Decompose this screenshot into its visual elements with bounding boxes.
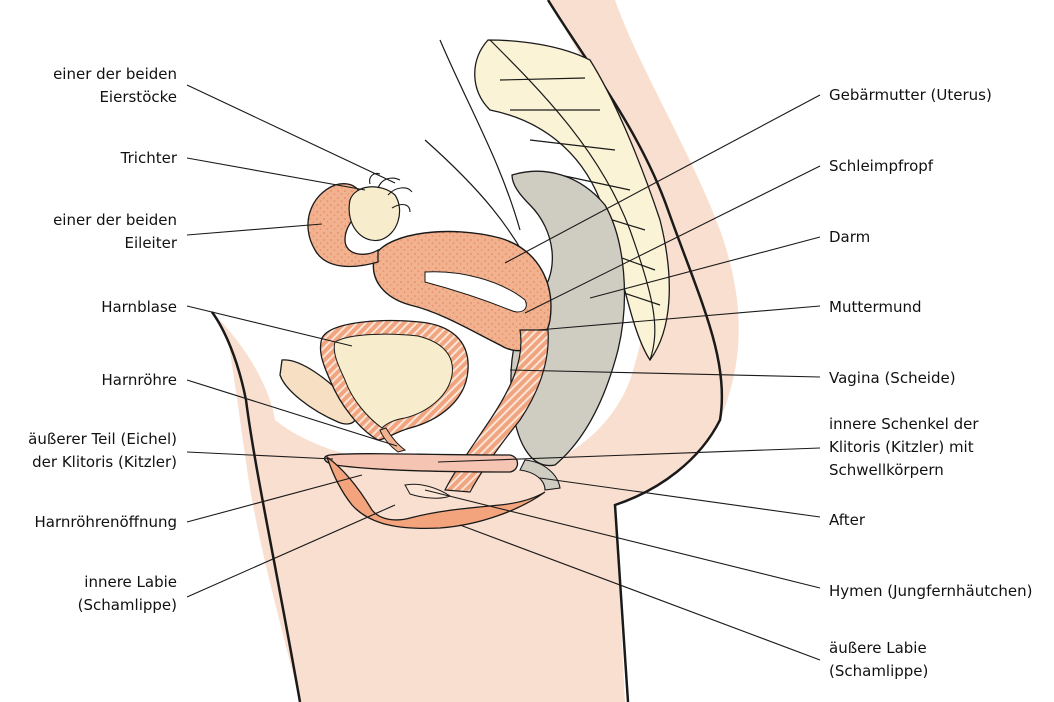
- label-anus: After: [829, 509, 865, 532]
- label-bowel: Darm: [829, 226, 870, 249]
- body-outline: [212, 0, 739, 702]
- label-bladder: Harnblase: [101, 296, 177, 319]
- label-mucus-plug: Schleimpfropf: [829, 155, 933, 178]
- label-vagina: Vagina (Scheide): [829, 367, 956, 390]
- label-hymen: Hymen (Jungfernhäutchen): [829, 580, 1032, 603]
- label-labia-minora: innere Labie (Schamlippe): [78, 571, 177, 617]
- label-fallopian-tubes: einer der beiden Eileiter: [53, 209, 177, 255]
- label-ovaries: einer der beiden Eierstöcke: [53, 63, 177, 109]
- ovary: [349, 187, 399, 241]
- label-labia-majora: äußere Labie (Schamlippe): [829, 637, 928, 683]
- label-clitoris-crura: innere Schenkel der Klitoris (Kitzler) m…: [829, 413, 979, 482]
- label-funnel: Trichter: [121, 147, 177, 170]
- label-cervix: Muttermund: [829, 296, 922, 319]
- label-clitoris-glans: äußerer Teil (Eichel) der Klitoris (Kitz…: [28, 428, 177, 474]
- label-uterus: Gebärmutter (Uterus): [829, 84, 992, 107]
- label-urethral-opening: Harnröhrenöffnung: [34, 511, 177, 534]
- label-urethra: Harnröhre: [102, 369, 177, 392]
